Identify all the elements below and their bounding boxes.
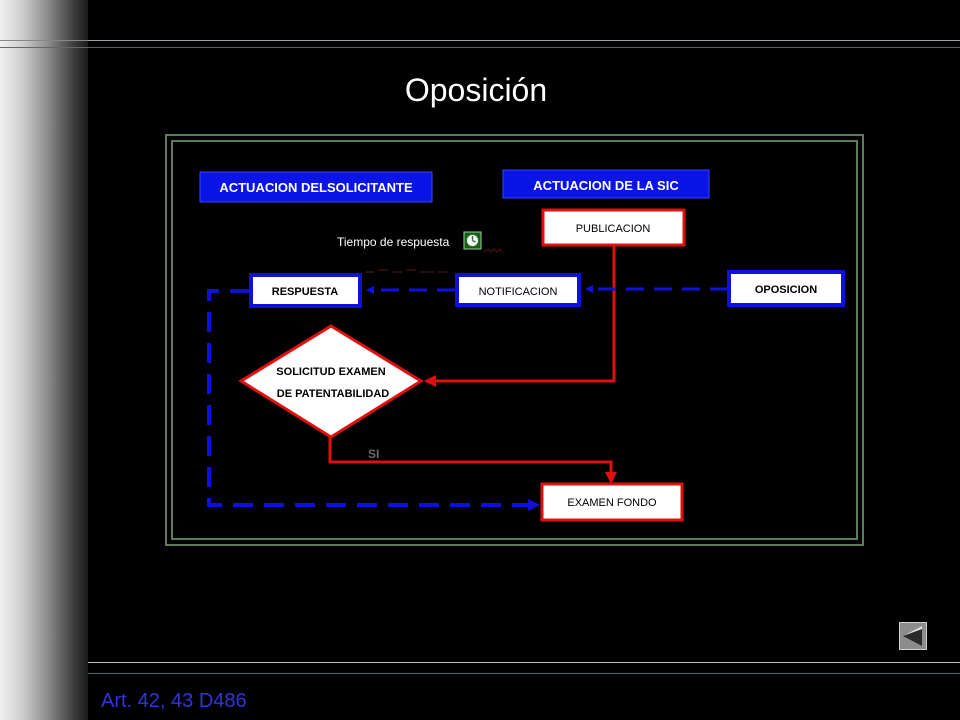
divider-line: [0, 40, 88, 41]
divider-line: [88, 40, 960, 41]
arrow-publicacion-to-decision: [424, 245, 616, 387]
publicacion-label: PUBLICACION: [576, 223, 651, 235]
box-examen-fondo: EXAMEN FONDO: [540, 482, 684, 522]
header-applicant: ACTUACION DELSOLICITANTE: [199, 171, 433, 203]
divider-line: [88, 673, 960, 674]
notificacion-label: NOTIFICACION: [479, 286, 558, 298]
header-sic-label: ACTUACION DE LA SIC: [533, 178, 679, 193]
si-label: SI: [368, 447, 379, 461]
divider-line: [88, 662, 960, 663]
arrow-decision-to-examen: [328, 437, 617, 484]
diagram-frame-inner: [171, 140, 858, 540]
left-gradient-strip: [0, 0, 88, 720]
footer-reference: Art. 42, 43 D486: [101, 690, 247, 712]
blue-connectors: [207, 285, 728, 511]
header-sic: ACTUACION DE LA SIC: [502, 169, 710, 199]
decision-diamond: SOLICITUD EXAMEN DE PATENTABILIDAD: [238, 324, 424, 439]
faint-annotation-marks: [366, 247, 503, 273]
box-respuesta: RESPUESTA: [249, 273, 362, 308]
respuesta-label: RESPUESTA: [272, 286, 338, 298]
slide-title: Oposición: [404, 72, 548, 108]
header-applicant-label: ACTUACION DELSOLICITANTE: [219, 180, 413, 195]
clock-icon: [463, 231, 482, 250]
arrow-respuesta-to-examen: [207, 289, 540, 511]
oposicion-label: OPOSICION: [755, 284, 817, 296]
tiempo-respuesta-label: Tiempo de respuesta: [337, 235, 450, 249]
back-button[interactable]: [899, 622, 927, 650]
back-arrow-icon: [903, 626, 922, 646]
box-publicacion: PUBLICACION: [541, 208, 686, 247]
decision-line1: SOLICITUD EXAMEN: [276, 366, 385, 378]
divider-line: [0, 47, 88, 48]
box-notificacion: NOTIFICACION: [455, 273, 581, 307]
diagram-frame-outer: [165, 134, 864, 546]
box-oposicion: OPOSICION: [727, 270, 845, 307]
divider-line: [88, 47, 960, 48]
examen-fondo-label: EXAMEN FONDO: [567, 497, 657, 509]
decision-line2: DE PATENTABILIDAD: [277, 388, 389, 400]
